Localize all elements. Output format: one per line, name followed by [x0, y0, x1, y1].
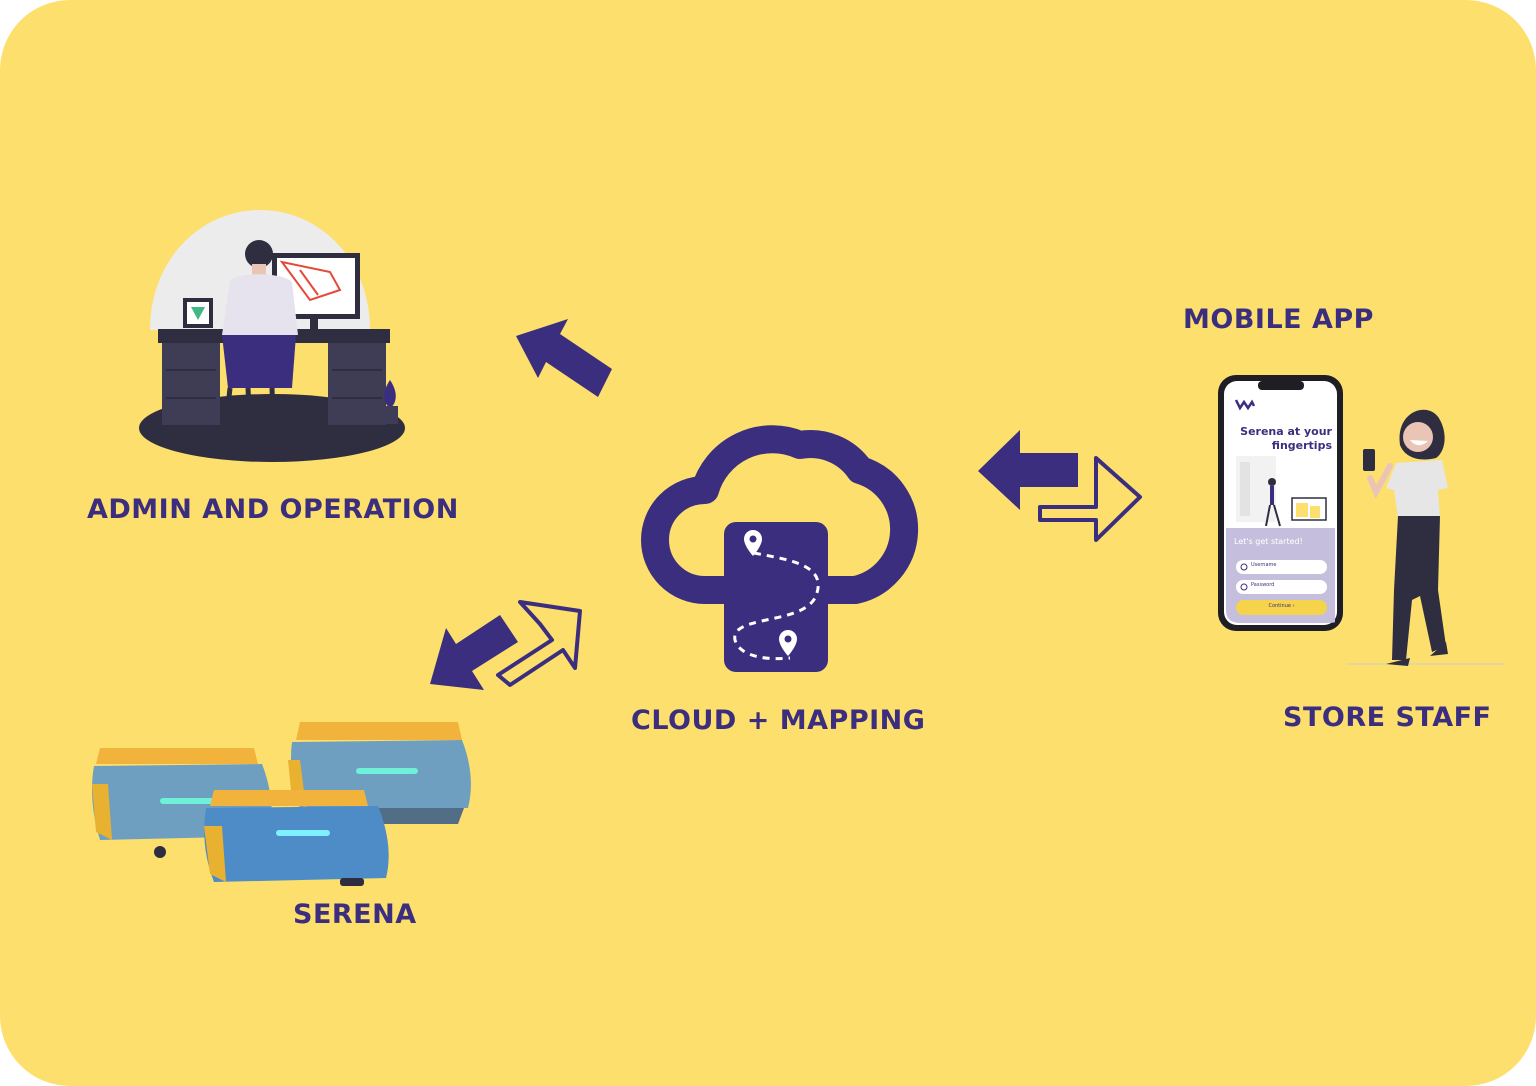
- store-staff-label: STORE STAFF: [1283, 702, 1492, 733]
- phone-password-field[interactable]: Password: [1251, 582, 1275, 588]
- admin-illustration: [139, 210, 405, 462]
- phone-headline-line1: Serena at your: [1240, 425, 1332, 438]
- phone-headline-line2: fingertips: [1271, 439, 1332, 452]
- mobile-sync-arrows-icon: [978, 430, 1142, 542]
- robot-label: SERENA: [293, 899, 417, 930]
- mobile-app-label: MOBILE APP: [1183, 304, 1374, 335]
- robot-sync-arrows-icon: [430, 600, 582, 690]
- cloud-mapping-icon: [641, 425, 919, 672]
- phone-mockup: [1218, 375, 1343, 631]
- phone-username-field[interactable]: Username: [1251, 562, 1277, 568]
- cloud-label: CLOUD + MAPPING: [631, 705, 926, 736]
- robot-front: [204, 790, 389, 886]
- arrow-to-admin-icon: [516, 319, 612, 397]
- phone-continue-button[interactable]: Continue ›: [1268, 603, 1295, 609]
- admin-label: ADMIN AND OPERATION: [87, 494, 459, 525]
- phone-prompt: Let's get started!: [1234, 537, 1303, 546]
- store-staff-illustration: [1346, 409, 1504, 666]
